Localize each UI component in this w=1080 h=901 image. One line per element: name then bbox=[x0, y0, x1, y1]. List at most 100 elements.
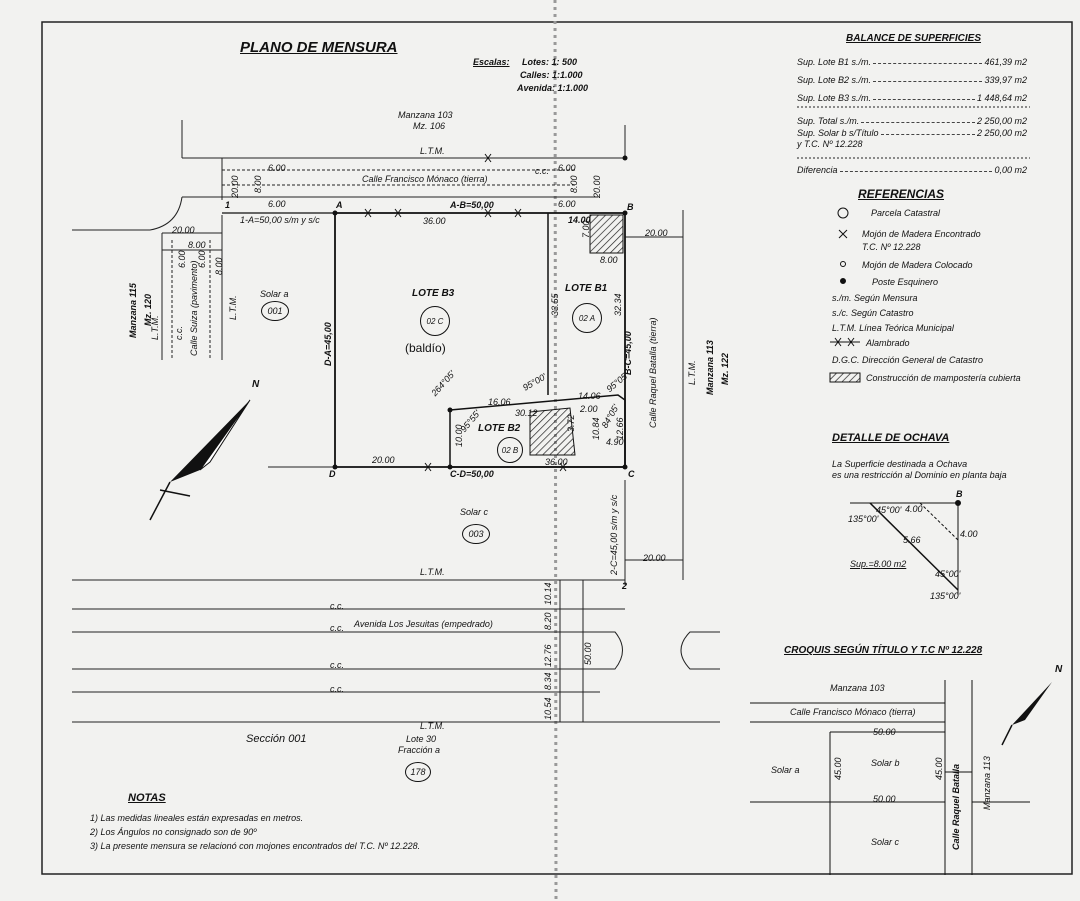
av-5000: 50.00 bbox=[583, 642, 593, 665]
dim-600: 6.00 bbox=[558, 163, 576, 173]
lote-30: Lote 30 bbox=[406, 734, 437, 744]
scale-lotes: Lotes: 1: 500 bbox=[522, 57, 578, 67]
side-cd: C-D=50,00 bbox=[450, 469, 494, 479]
small-circle-icon bbox=[840, 261, 846, 267]
mz-top: Mz. 106 bbox=[413, 121, 446, 131]
ochava-side: 4.00 bbox=[960, 529, 978, 539]
side-bc: B-C=45,00 bbox=[623, 331, 633, 375]
av-834: 8.34 bbox=[543, 672, 553, 690]
dim-800: 8.00 bbox=[214, 257, 224, 275]
ref-item: s./m. Según Mensura bbox=[832, 293, 918, 303]
av-1054: 10.54 bbox=[543, 697, 553, 720]
ref-item: Construcción de mampostería cubierta bbox=[866, 373, 1021, 383]
number-178: 178 bbox=[405, 762, 431, 782]
lote-b2-code: 02 B bbox=[497, 437, 523, 463]
ltm-top: L.T.M. bbox=[420, 146, 445, 156]
dim-1000: 10.00 bbox=[454, 424, 464, 447]
ochava-corner: B bbox=[956, 489, 963, 499]
dim-2000: 20.00 bbox=[645, 228, 668, 238]
dim-600: 6.00 bbox=[558, 199, 576, 209]
point-1: 1 bbox=[225, 200, 231, 210]
ochava-top: 4.00 bbox=[905, 504, 923, 514]
cc-av-1: c.c. bbox=[330, 601, 345, 611]
solar-c: Solar c bbox=[460, 507, 489, 517]
ochava-sup: Sup.=8.00 m2 bbox=[850, 559, 907, 569]
av-1014: 10.14 bbox=[543, 582, 553, 605]
dim-2000: 20.00 bbox=[643, 553, 666, 563]
solar-a-number: 001 bbox=[261, 301, 289, 321]
dim-2000: 20.00 bbox=[172, 225, 195, 235]
dim-1606: 16.06 bbox=[488, 397, 511, 407]
av-1276: 12.76 bbox=[543, 644, 553, 667]
ochava-drawing bbox=[850, 500, 961, 595]
croquis-drawing bbox=[750, 680, 1030, 875]
mz-right: Mz. 122 bbox=[720, 352, 730, 385]
calle-top: Calle Francisco Mónaco (tierra) bbox=[362, 174, 488, 184]
croquis-bottom: 50.00 bbox=[873, 794, 896, 804]
manzana-left: Manzana 115 bbox=[128, 283, 138, 338]
streets bbox=[72, 119, 720, 723]
ref-item: Mojón de Madera Encontrado bbox=[862, 229, 981, 239]
ltm-right: L.T.M. bbox=[687, 360, 697, 385]
croquis-solar-c: Solar c bbox=[871, 837, 900, 847]
cc-left: c.c. bbox=[174, 325, 184, 340]
lote-b3: LOTE B3 bbox=[412, 288, 455, 299]
north-label: N bbox=[252, 379, 260, 390]
manzana-right: Manzana 113 bbox=[705, 340, 715, 395]
dim-200: 2.00 bbox=[580, 404, 598, 414]
solar-a: Solar a bbox=[260, 289, 289, 299]
dim-3012: 30.12 bbox=[515, 408, 538, 418]
ochava-heading: DETALLE DE OCHAVA bbox=[832, 432, 950, 444]
dim-3600b: 36.00 bbox=[545, 457, 568, 467]
dim-600: 6.00 bbox=[268, 199, 286, 209]
fence-icon bbox=[830, 337, 860, 347]
dim-800: 8.00 bbox=[569, 175, 579, 193]
cross-mark-icon bbox=[838, 229, 848, 239]
dim-800: 8.00 bbox=[600, 255, 618, 265]
plan-title: PLANO DE MENSURA bbox=[240, 39, 398, 56]
dim-1084: 10.84 bbox=[591, 417, 601, 440]
parcel-boundary bbox=[222, 153, 628, 472]
ltm-av-top: L.T.M. bbox=[420, 567, 445, 577]
note-1: 1) Las medidas lineales están expresadas… bbox=[90, 813, 304, 823]
cc-av-2: c.c. bbox=[330, 623, 345, 633]
point-2: 2 bbox=[622, 581, 628, 591]
lote-b1-code: 02 A bbox=[572, 303, 602, 333]
dim-1406: 14.06 bbox=[578, 391, 601, 401]
manzana-top: Manzana 103 bbox=[398, 110, 453, 120]
dim-490: 4.90 bbox=[606, 437, 624, 447]
avenida-label: Avenida Los Jesuitas (empedrado) bbox=[354, 619, 493, 629]
circle-icon bbox=[837, 207, 849, 219]
scale-avenida: Avenida: 1:1.000 bbox=[517, 83, 589, 93]
croquis-solar-a: Solar a bbox=[771, 765, 800, 775]
ochava-desc-2: es una restricción al Dominio en planta … bbox=[832, 470, 1007, 480]
reference-icons bbox=[829, 207, 861, 383]
calle-left: Calle Suiza (pavimento) bbox=[189, 260, 199, 356]
sheet-border bbox=[41, 21, 1073, 875]
croquis-right: 45.00 bbox=[934, 757, 944, 780]
dim-3600: 36.00 bbox=[423, 216, 446, 226]
references-heading: REFERENCIAS bbox=[858, 187, 945, 201]
scale-calles: Calles: 1:1.000 bbox=[520, 70, 583, 80]
ref-item: T.C. Nº 12.228 bbox=[862, 242, 921, 252]
dim-372: 3.72 bbox=[566, 414, 576, 432]
point-b: B bbox=[627, 202, 634, 212]
dim-600: 6.00 bbox=[177, 250, 187, 268]
ochava-diag: 5.66 bbox=[903, 535, 921, 545]
cc-av-4: c.c. bbox=[330, 684, 345, 694]
point-a: A bbox=[336, 200, 343, 210]
baldio: (baldío) bbox=[405, 341, 446, 355]
lote-b2: LOTE B2 bbox=[478, 423, 521, 434]
dim-1400: 14.00 bbox=[568, 215, 591, 225]
ref-item: Alambrado bbox=[866, 338, 910, 348]
dim-2000: 20.00 bbox=[592, 175, 602, 198]
dim-600: 6.00 bbox=[197, 250, 207, 268]
point-c: C bbox=[628, 469, 635, 479]
ref-item: Mojón de Madera Colocado bbox=[862, 260, 973, 270]
north-arrow-small-icon bbox=[1001, 682, 1052, 746]
balance-heading: BALANCE DE SUPERFICIES bbox=[846, 33, 982, 44]
dim-2000: 20.00 bbox=[372, 455, 395, 465]
dim-800: 8.00 bbox=[253, 175, 263, 193]
